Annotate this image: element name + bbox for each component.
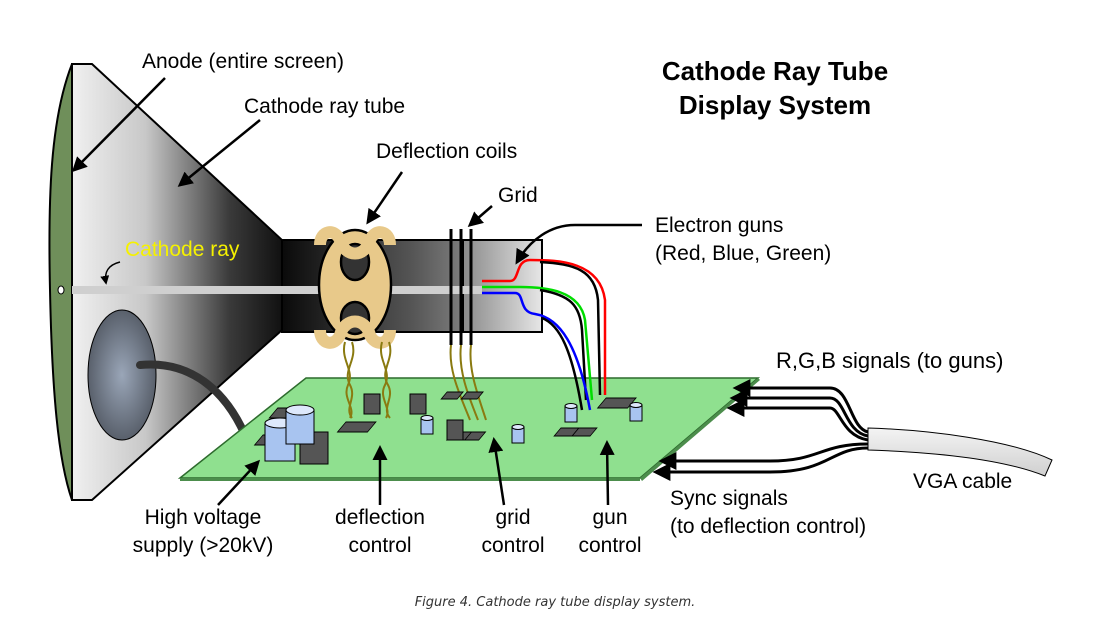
- label-rgb-signals: R,G,B signals (to guns): [776, 348, 1004, 373]
- ic-chip: [336, 421, 377, 433]
- blue-gun-wire: [482, 291, 592, 411]
- ic-chip: [460, 391, 484, 400]
- heatsink-chip: [446, 419, 464, 441]
- capacitor: [629, 402, 643, 422]
- label-deflection-coils: Deflection coils: [376, 140, 518, 163]
- hv-cable: [136, 360, 249, 439]
- coil-wires: [342, 341, 392, 419]
- hv-line-2: supply (>20kV): [132, 534, 274, 557]
- grid-wires: [449, 344, 487, 421]
- label-vga-cable: VGA cable: [913, 470, 1013, 493]
- anode-screen: [48, 63, 73, 501]
- grid-control-line-1: grid: [495, 506, 531, 529]
- sync-line-1: Sync signals: [670, 487, 788, 510]
- electron-guns: [482, 258, 607, 411]
- label-crt: Cathode ray tube: [244, 95, 406, 118]
- label-electron-guns: Electron guns (Red, Blue, Green): [655, 212, 831, 268]
- rgb-signal-wires: [726, 379, 869, 442]
- deflection-control-line-2: control: [348, 534, 412, 557]
- gun-control-line-1: gun: [592, 506, 628, 529]
- capacitor: [511, 424, 525, 444]
- green-gun-wire: [482, 285, 594, 401]
- cathode-ray-beam: [72, 286, 482, 294]
- deflection-coils: [314, 226, 396, 349]
- screen-dot: [57, 285, 65, 295]
- diagram-title: Cathode Ray Tube Display System: [620, 54, 930, 122]
- figure-caption: Figure 4. Cathode ray tube display syste…: [414, 595, 696, 610]
- ic-chip: [440, 391, 464, 400]
- label-high-voltage: High voltage supply (>20kV): [118, 504, 288, 560]
- gun-control-line-2: control: [578, 534, 642, 557]
- hv-line-1: High voltage: [144, 506, 262, 529]
- capacitor: [420, 415, 434, 435]
- label-grid: Grid: [498, 184, 538, 207]
- sync-signal-wires: [652, 442, 869, 481]
- label-deflection-control: deflection control: [320, 504, 440, 560]
- electron-guns-line-1: Electron guns: [655, 214, 784, 237]
- ic-chip: [571, 427, 598, 437]
- label-grid-control: grid control: [470, 504, 556, 560]
- label-cathode-ray: Cathode ray: [125, 238, 240, 261]
- sync-line-2: (to deflection control): [670, 515, 867, 538]
- heatsink-chip: [363, 393, 381, 415]
- electron-guns-line-2: (Red, Blue, Green): [655, 242, 832, 265]
- heatsink-chip: [409, 393, 427, 415]
- hv-dish: [87, 309, 157, 441]
- vga-cable: [867, 427, 1053, 477]
- label-sync-signals: Sync signals (to deflection control): [670, 485, 866, 541]
- title-line-2: Display System: [678, 90, 872, 120]
- components: [253, 391, 643, 465]
- leader-arrows: [71, 77, 642, 506]
- grid-control-line-2: control: [481, 534, 545, 557]
- title-line-1: Cathode Ray Tube: [661, 56, 889, 86]
- capacitor: [564, 403, 578, 423]
- deflection-control-line-1: deflection: [335, 506, 425, 529]
- grid-plates: [449, 229, 473, 345]
- capacitor: [285, 404, 315, 445]
- label-anode: Anode (entire screen): [142, 50, 344, 73]
- label-gun-control: gun control: [568, 504, 652, 560]
- red-gun-wire: [482, 258, 607, 395]
